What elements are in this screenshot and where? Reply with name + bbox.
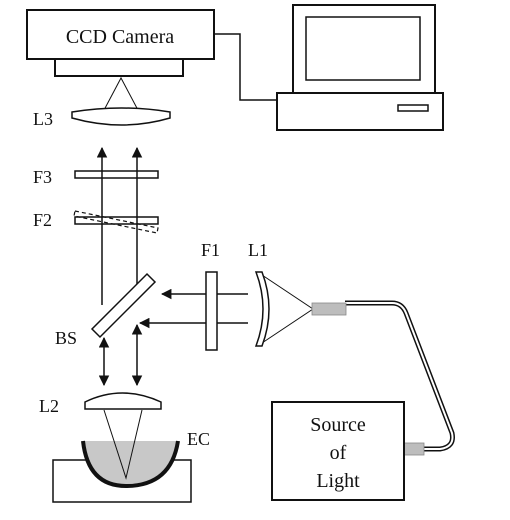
lens-l2: L2 (39, 392, 162, 416)
source-label-line2: of (330, 442, 347, 464)
camera-cable (214, 33, 278, 101)
light-source: Source of Light (271, 401, 405, 501)
lens-l3: L3 (33, 76, 171, 129)
f3-label: F3 (33, 167, 52, 187)
f1-label: F1 (201, 240, 220, 260)
l1-label: L1 (248, 240, 268, 260)
filter-f3: F3 (33, 167, 159, 187)
bs-label: BS (55, 328, 77, 348)
l3-label: L3 (33, 109, 53, 129)
electrochemical-cell: EC (52, 409, 210, 503)
ec-label: EC (187, 429, 210, 449)
beam-splitter (90, 272, 157, 339)
electrolyte (83, 441, 178, 484)
source-label-line3: Light (316, 470, 360, 492)
camera-label: CCD Camera (66, 26, 174, 48)
cell-bowl (81, 440, 180, 489)
filter-f1: F1 (201, 240, 220, 351)
monitor-screen (305, 16, 421, 81)
filter-f2: F2 (33, 210, 159, 234)
computer (276, 4, 444, 131)
fiber-connector-bottom (403, 442, 425, 456)
source-label-line1: Source (310, 414, 366, 436)
lens-l1: L1 (248, 240, 314, 347)
f2-label: F2 (33, 210, 52, 230)
disk-slot (397, 104, 429, 112)
fiber-connector-top (311, 302, 347, 316)
optical-fiber (311, 300, 455, 456)
sample-beams (98, 323, 143, 387)
ccd-camera: CCD Camera (26, 9, 215, 77)
focus-cone (103, 409, 143, 480)
illumination-beams (138, 288, 248, 329)
imaging-beams (96, 146, 143, 305)
l2-label: L2 (39, 396, 59, 416)
